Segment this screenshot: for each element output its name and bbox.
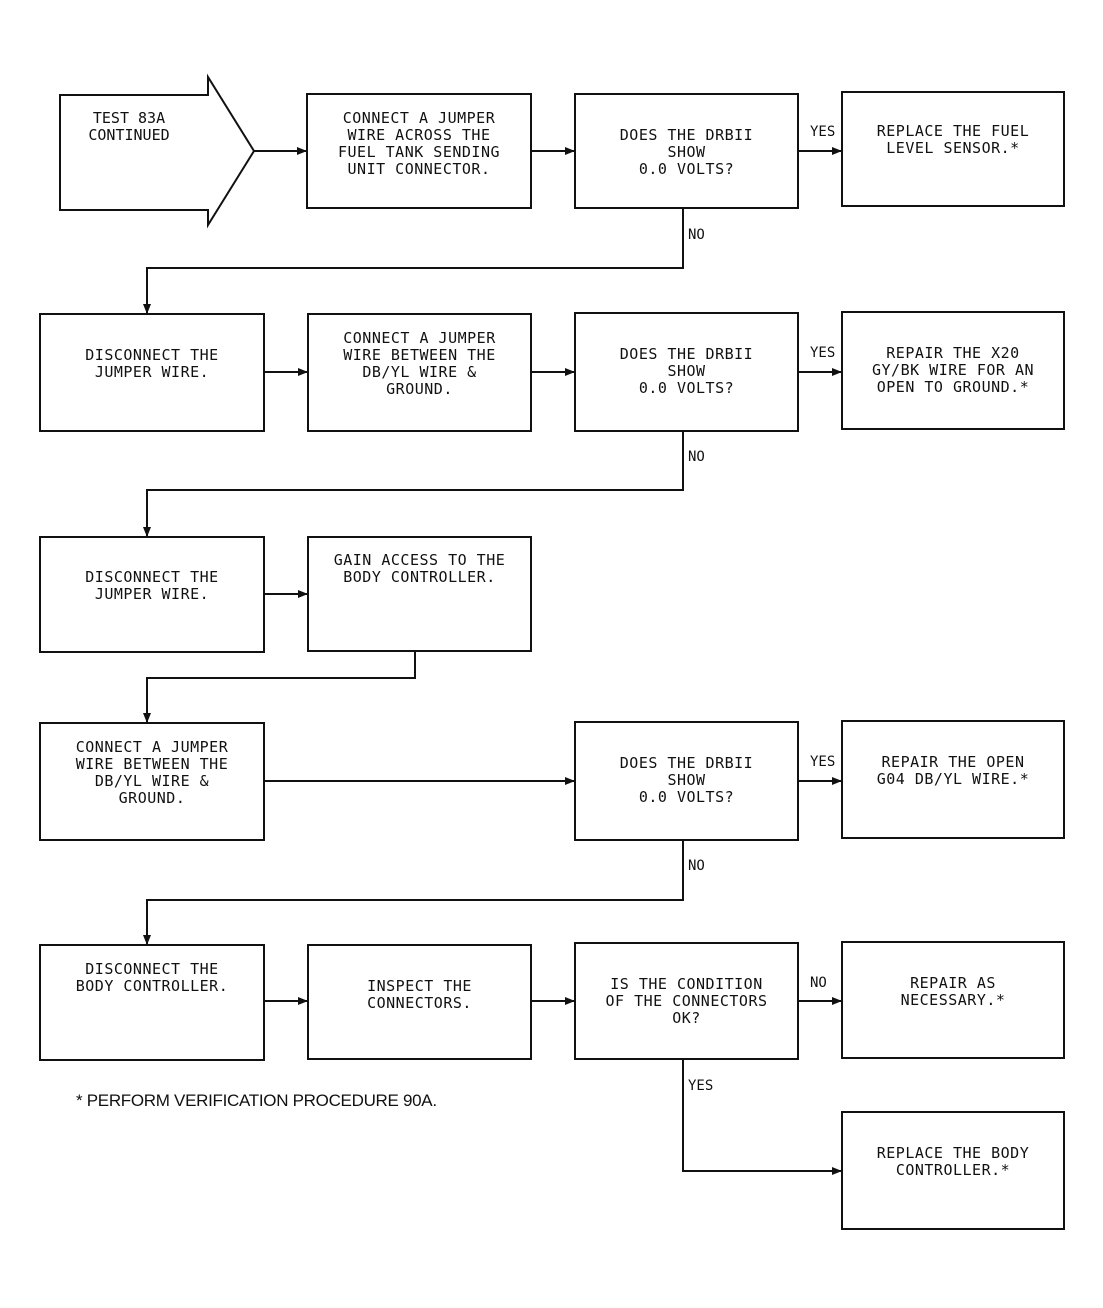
- result-replace-body-controller: REPLACE THE BODY CONTROLLER.*: [841, 1111, 1065, 1230]
- result-repair-open-g04-wire: REPAIR THE OPEN G04 DB/YL WIRE.*: [841, 720, 1065, 839]
- start-arrow-shape: [59, 73, 256, 229]
- step-text: CONNECT A JUMPER WIRE ACROSS THE FUEL TA…: [337, 109, 501, 178]
- step-connect-jumper-db-yl-ground-2: CONNECT A JUMPER WIRE BETWEEN THE DB/YL …: [39, 722, 265, 841]
- line-q1-no: [143, 209, 684, 314]
- label-yes-2: YES: [810, 345, 836, 361]
- decision-text: DOES THE DRBII SHOW 0.0 VOLTS?: [619, 345, 754, 397]
- step-disconnect-jumper-wire-2: DISCONNECT THE JUMPER WIRE.: [39, 536, 265, 653]
- step-text: DISCONNECT THE BODY CONTROLLER.: [75, 960, 229, 995]
- label-no-2: NO: [688, 449, 705, 465]
- step-connect-jumper-across-sending-unit: CONNECT A JUMPER WIRE ACROSS THE FUEL TA…: [306, 93, 532, 209]
- result-replace-fuel-level-sensor: REPLACE THE FUEL LEVEL SENSOR.*: [841, 91, 1065, 207]
- line-q3-no: [143, 841, 684, 945]
- footnote-verification-procedure: * PERFORM VERIFICATION PROCEDURE 90A.: [76, 1091, 437, 1110]
- decision-drbii-zero-volts-3: DOES THE DRBII SHOW 0.0 VOLTS?: [574, 721, 799, 841]
- step-text: CONNECT A JUMPER WIRE BETWEEN THE DB/YL …: [75, 738, 229, 807]
- step-text: DISCONNECT THE JUMPER WIRE.: [85, 346, 219, 381]
- line-q4-yes: [682, 1060, 842, 1175]
- step-gain-access-body-controller: GAIN ACCESS TO THE BODY CONTROLLER.: [307, 536, 532, 652]
- result-text: REPAIR THE X20 GY/BK WIRE FOR AN OPEN TO…: [871, 344, 1035, 396]
- step-text: GAIN ACCESS TO THE BODY CONTROLLER.: [333, 551, 506, 586]
- label-yes-1: YES: [810, 124, 836, 140]
- step-connect-jumper-db-yl-ground-1: CONNECT A JUMPER WIRE BETWEEN THE DB/YL …: [307, 313, 532, 432]
- result-repair-as-necessary: REPAIR AS NECESSARY.*: [841, 941, 1065, 1059]
- label-yes-4: YES: [688, 1078, 714, 1094]
- decision-connector-condition-ok: IS THE CONDITION OF THE CONNECTORS OK?: [574, 942, 799, 1060]
- step-text: INSPECT THE CONNECTORS.: [367, 977, 472, 1012]
- step-text: DISCONNECT THE JUMPER WIRE.: [85, 568, 219, 603]
- decision-drbii-zero-volts-1: DOES THE DRBII SHOW 0.0 VOLTS?: [574, 93, 799, 209]
- decision-text: DOES THE DRBII SHOW 0.0 VOLTS?: [619, 754, 754, 806]
- result-repair-x20-wire: REPAIR THE X20 GY/BK WIRE FOR AN OPEN TO…: [841, 311, 1065, 430]
- result-text: REPAIR AS NECESSARY.*: [900, 974, 1006, 1009]
- decision-text: IS THE CONDITION OF THE CONNECTORS OK?: [605, 975, 768, 1027]
- step-disconnect-body-controller: DISCONNECT THE BODY CONTROLLER.: [39, 944, 265, 1061]
- line-b5-to-b6: [143, 652, 416, 723]
- label-yes-3: YES: [810, 754, 836, 770]
- result-text: REPLACE THE FUEL LEVEL SENSOR.*: [876, 122, 1030, 157]
- label-no-4: NO: [810, 975, 827, 991]
- step-disconnect-jumper-wire-1: DISCONNECT THE JUMPER WIRE.: [39, 313, 265, 432]
- start-arrow-text: TEST 83A CONTINUED: [88, 109, 170, 144]
- result-text: REPAIR THE OPEN G04 DB/YL WIRE.*: [876, 753, 1030, 788]
- label-no-1: NO: [688, 227, 705, 243]
- step-inspect-connectors: INSPECT THE CONNECTORS.: [307, 944, 532, 1060]
- result-text: REPLACE THE BODY CONTROLLER.*: [876, 1144, 1030, 1179]
- step-text: CONNECT A JUMPER WIRE BETWEEN THE DB/YL …: [343, 329, 496, 398]
- line-q2-no: [143, 432, 684, 537]
- decision-text: DOES THE DRBII SHOW 0.0 VOLTS?: [619, 126, 754, 178]
- label-no-3: NO: [688, 858, 705, 874]
- decision-drbii-zero-volts-2: DOES THE DRBII SHOW 0.0 VOLTS?: [574, 312, 799, 432]
